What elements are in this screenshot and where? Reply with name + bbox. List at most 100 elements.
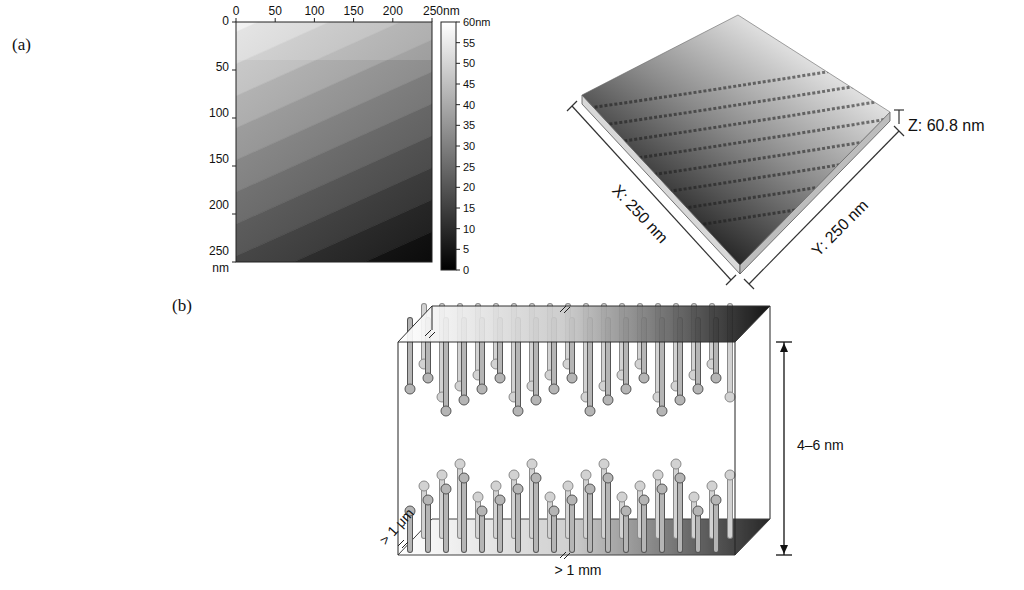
axis-tick [392,18,393,22]
lipid-head [725,392,735,402]
lipid-tail [660,489,664,550]
lipid-tail [533,478,539,550]
color-bar-label: 10 [463,223,475,235]
terrace-edge [575,60,900,110]
lipid-tail [462,478,466,550]
lipid-head [621,506,631,516]
lipid-head [423,373,433,383]
lipid-head [549,506,559,516]
lipid-tail [551,511,557,550]
color-bar-label: 15 [463,202,475,214]
axis-tick [275,18,276,22]
color-bar-tick [456,104,460,105]
lipid-head [603,395,613,405]
color-bar [441,22,456,270]
color-bar-tick [456,270,460,271]
tick-label: 100 [304,5,324,18]
color-bar-tick [456,42,460,43]
color-bar-label: 50 [463,57,475,69]
lipid-head [639,495,649,505]
lipid-tail [552,511,556,550]
color-bar-label: 20 [463,181,475,193]
color-bar-tick [456,125,460,126]
lipid-head [567,495,577,505]
dimension-label: Z: 60.8 nm [908,117,984,135]
lipid-head [459,473,469,483]
terrace-edge [575,98,900,148]
color-bar-label: 40 [463,99,475,111]
axis-tick [236,18,237,22]
color-bar-label: 5 [463,243,469,255]
lipid-head [617,492,627,502]
afm-3d-view [575,15,900,274]
lipid-tail [659,489,665,550]
color-bar-tick [456,208,460,209]
tick-label: 0 [222,15,229,28]
lipid-tail [728,475,732,536]
lipid-head [657,484,667,494]
lipid-head [441,484,451,494]
lipid-head [513,406,523,416]
lipid-head [513,484,523,494]
lipid-head [711,373,721,383]
lipid-head [495,373,505,383]
axis-unit: nm [212,262,229,275]
lipid-tail [444,489,448,550]
lipid-head [581,470,591,480]
lipid-head [635,481,645,491]
lipid-head [495,495,505,505]
lipid-head [441,406,451,416]
lipid-tail [461,478,467,550]
color-bar-label: 25 [463,161,475,173]
dimension-label: > 1 μm [377,506,418,549]
lipid-head [639,373,649,383]
lipid-tail [623,511,629,550]
lipid-tail [605,478,611,550]
lipid-head [437,470,447,480]
dimension-label: > 1 mm [554,563,601,578]
lipid-tail [498,500,502,550]
lipid-tail [713,500,719,550]
lipid-head [711,495,721,505]
lipid-head [693,506,703,516]
lipid-tail [696,511,700,550]
color-bar-tick [456,84,460,85]
lipid-head [671,459,681,469]
lipid-head [545,492,555,502]
afm-image [236,0,432,352]
lipid-head [567,373,577,383]
tick-label: 200 [383,5,403,18]
lipid-head [531,395,541,405]
lipid-head [423,495,433,505]
tick-label: 50 [216,61,229,74]
color-bar-label: 55 [463,37,475,49]
color-bar-ticks [456,22,460,270]
dimension-label: 4–6 nm [797,438,844,453]
color-bar-tick [456,146,460,147]
lipid-tail [480,511,484,550]
bilayer-schematic [398,306,770,559]
tick-label: 50 [269,5,282,18]
axis-tick [353,18,354,22]
lipid-tail [642,500,646,550]
lipid-head [675,473,685,483]
tick-label: 0 [233,5,240,18]
lipid-head [455,459,465,469]
lipid-head [675,395,685,405]
thickness-arrow [776,342,792,555]
axis-tick [314,18,315,22]
dimension-lines [567,101,904,289]
lipid-head [509,470,519,480]
lipid-tail [587,489,593,550]
tick-label: 200 [209,199,229,212]
lipid-head [527,459,537,469]
lipid-head [531,473,541,483]
lipid-head [477,506,487,516]
lipid-head [473,492,483,502]
lipid-tail [569,500,575,550]
color-bar-tick [456,228,460,229]
lipid-head [563,481,573,491]
dimension-label: Y: 250 nm [808,196,871,259]
color-bar-label: 45 [463,78,475,90]
lipid-head [693,384,703,394]
